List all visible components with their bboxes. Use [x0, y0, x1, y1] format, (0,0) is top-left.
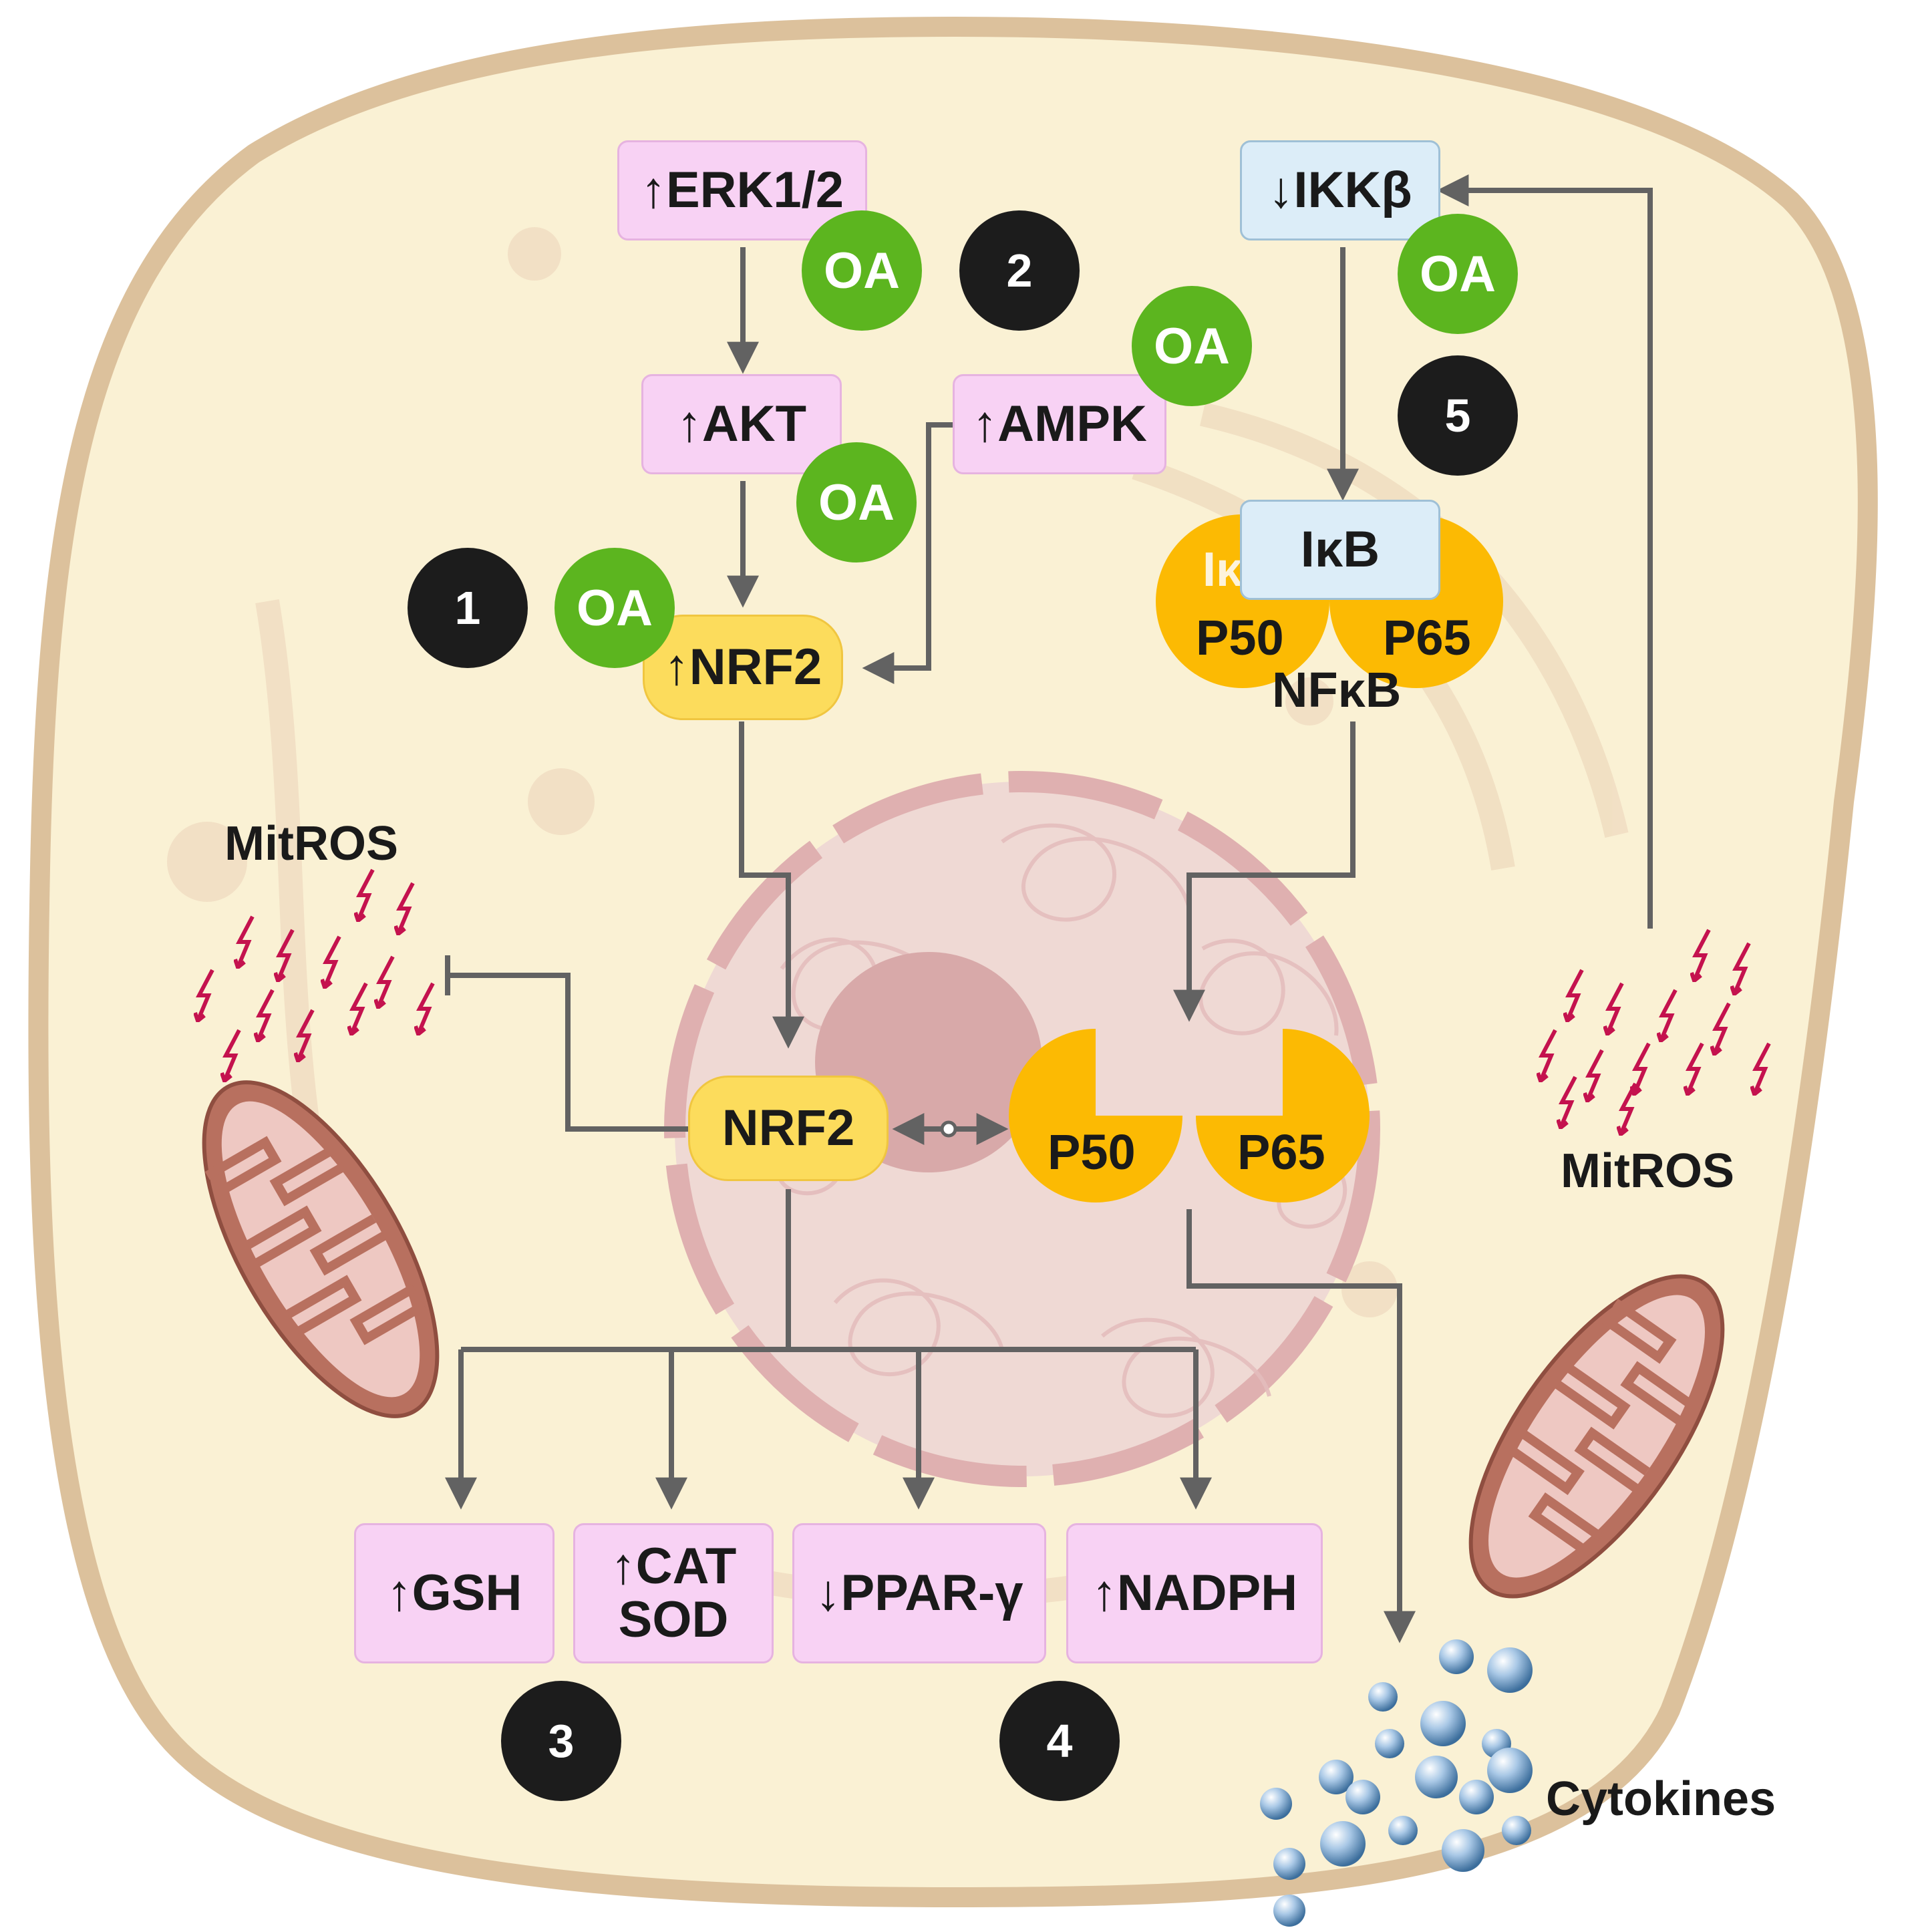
- connectors: [445, 174, 1653, 1643]
- background-vesicles: [167, 227, 1398, 1317]
- cytokines-label: Cytokines: [1546, 1772, 1776, 1826]
- step-5-badge: 5: [1398, 355, 1518, 476]
- inhibit-nrf2-mitros: [448, 973, 688, 1132]
- arrow-nuc-cytokines: [1186, 1209, 1416, 1643]
- arrow-ampk-nrf2: [862, 422, 955, 684]
- cat-sod-node: ↑CAT SOD: [573, 1523, 774, 1663]
- arrow-nrf2-nucleus: [739, 721, 804, 1049]
- sod-label: SOD: [618, 1591, 729, 1648]
- step-3-badge: 3: [501, 1681, 621, 1801]
- step-4-badge: 4: [999, 1681, 1120, 1801]
- p65-cytoplasm-label: P65: [1383, 610, 1471, 665]
- mitros-right-label: MitROS: [1561, 1144, 1734, 1198]
- mitochondrion-right: [1468, 1274, 1725, 1599]
- mitros-left-label: MitROS: [224, 817, 398, 870]
- nrf2-nucleus-node: NRF2: [688, 1076, 889, 1181]
- oa-badge-nrf2: OA: [554, 548, 675, 668]
- nadph-node: ↑NADPH: [1066, 1523, 1323, 1663]
- oa-badge-erk: OA: [802, 210, 922, 331]
- ppar-node: ↓PPAR-γ: [792, 1523, 1046, 1663]
- step-1-badge: 1: [408, 548, 528, 668]
- nfkb-label: NFκB: [1272, 662, 1402, 717]
- nrf2-cytoplasm-node: ↑NRF2: [643, 615, 843, 720]
- ampk-node: ↑AMPK: [953, 374, 1166, 474]
- oa-badge-akt: OA: [796, 442, 917, 562]
- akt-node: ↑AKT: [641, 374, 842, 474]
- oa-badge-ikkb: OA: [1398, 214, 1518, 334]
- nuclear-nfkb-shapes: [1009, 1029, 1370, 1202]
- interaction-dot: [940, 1120, 957, 1138]
- gsh-node: ↑GSH: [354, 1523, 554, 1663]
- oa-badge-ampk: OA: [1132, 286, 1252, 406]
- cat-label: ↑CAT: [610, 1538, 737, 1595]
- cytokine-particles: [1260, 1639, 1533, 1927]
- ikb-node: IκB: [1240, 500, 1440, 600]
- step-2-badge: 2: [959, 210, 1080, 331]
- ikb-partial-label: Iκ: [1203, 543, 1243, 597]
- p50-cytoplasm-label: P50: [1196, 610, 1284, 665]
- p50-nucleus-label: P50: [1048, 1124, 1136, 1180]
- ikkb-node: ↓IKKβ: [1240, 140, 1440, 240]
- mitochondrion-left: [202, 1080, 440, 1418]
- p65-nucleus-label: P65: [1237, 1124, 1325, 1180]
- arrow-nfkb-nucleus: [1173, 721, 1356, 1022]
- arrow-mitros-ikkb: [1436, 174, 1653, 929]
